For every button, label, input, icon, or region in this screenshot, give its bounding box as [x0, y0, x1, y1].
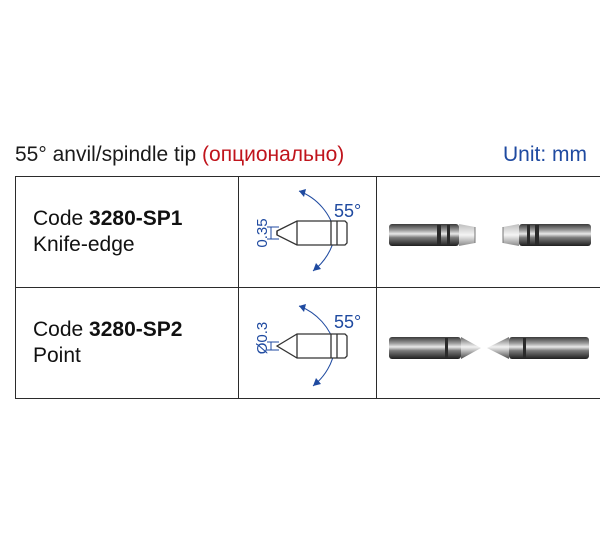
code-prefix: Code	[33, 207, 84, 230]
tip-outline	[275, 333, 348, 359]
knife-edge-diagram: 0.35 55°	[254, 189, 361, 272]
product-description: Knife-edge	[33, 233, 135, 256]
angle-text: 55°	[334, 201, 361, 221]
angle-text: 55°	[334, 312, 361, 332]
code-number: 3280-SP2	[89, 318, 183, 341]
spec-table: Code 3280-SP1 Knife-edge 0.35 55°	[15, 176, 600, 399]
product-description: Point	[33, 344, 81, 367]
unit-label: Unit: mm	[503, 143, 587, 166]
heading: 55° anvil/spindle tip (опционально) Unit…	[15, 143, 587, 169]
product-label-cell: Code 3280-SP1 Knife-edge	[15, 176, 239, 288]
page-title: 55° anvil/spindle tip (опционально)	[15, 143, 344, 167]
product-photo-cell	[376, 287, 600, 399]
code-prefix: Code	[33, 318, 84, 341]
point-photo	[389, 337, 589, 359]
tip-outline	[276, 220, 348, 246]
product-label-cell: Code 3280-SP2 Point	[15, 287, 239, 399]
dimension-diagram-cell: Ø0.3 55°	[238, 287, 377, 399]
knife-edge-photo	[389, 224, 591, 246]
table-row: Code 3280-SP1 Knife-edge 0.35 55°	[15, 176, 600, 288]
dimension-text: 0.35	[254, 218, 271, 247]
optional-note: (опционально)	[202, 143, 345, 166]
table-row: Code 3280-SP2 Point Ø0.3 55°	[15, 287, 600, 399]
product-photo-cell	[376, 176, 600, 288]
dimension-diagram-cell: 0.35 55°	[238, 176, 377, 288]
angle-arrow-bottom	[313, 263, 321, 271]
anvil-tip-image	[389, 224, 476, 246]
product-code: Code 3280-SP2	[33, 317, 238, 343]
angle-arrow-top	[299, 189, 306, 197]
spindle-tip-image	[487, 337, 589, 359]
title-text: 55° anvil/spindle tip	[15, 143, 197, 166]
product-code: Code 3280-SP1	[33, 206, 238, 232]
angle-arrow-top	[299, 304, 306, 312]
anvil-tip-image	[389, 337, 481, 359]
spindle-tip-image	[502, 224, 591, 246]
angle-arrow-bottom	[313, 378, 321, 386]
point-diagram: Ø0.3 55°	[254, 304, 361, 387]
code-number: 3280-SP1	[89, 207, 183, 230]
dimension-text: Ø0.3	[254, 322, 271, 355]
